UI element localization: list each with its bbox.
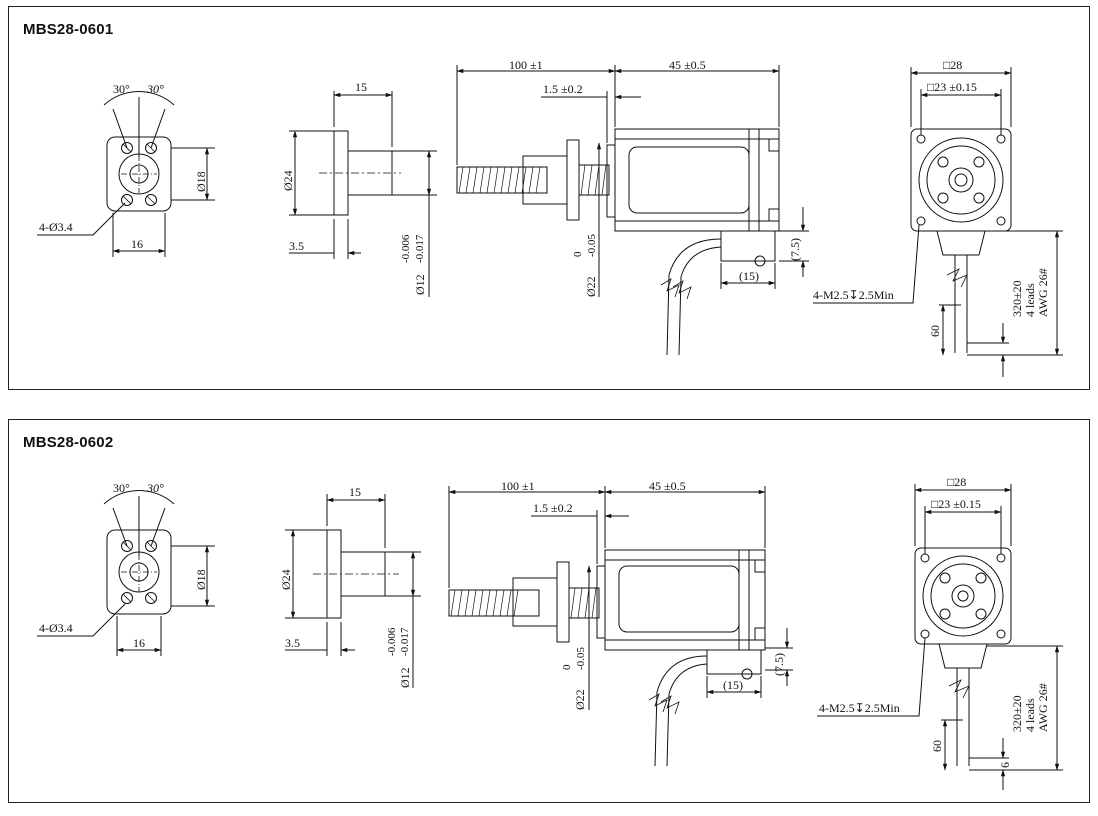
flange-thickness-label: 3.5 — [285, 636, 300, 650]
flange-length-label: 15 — [355, 80, 367, 94]
flange-width-label: 16 — [131, 237, 143, 251]
boss-diameter-label: Ø22 — [573, 689, 587, 710]
shaft-tol-lower: -0.017 — [414, 234, 426, 263]
flange-diameter-label: Ø24 — [279, 569, 293, 590]
shaft-diameter-label: Ø12 — [413, 274, 427, 295]
offset-label: 1.5 ±0.2 — [543, 82, 583, 96]
motor-side-view — [448, 486, 793, 767]
offset-label: 1.5 ±0.2 — [533, 501, 573, 515]
model-title: MBS28-0602 — [23, 434, 114, 451]
model-title: MBS28-0601 — [23, 21, 114, 38]
angle-right-label: 30° — [146, 481, 164, 495]
lead-gauge-label: AWG 26# — [1036, 683, 1050, 732]
boss-tol-upper: 0 — [572, 251, 584, 257]
drawing-panel-1: MBS28-0601 — [8, 6, 1090, 390]
boss-diameter-label: Ø22 — [584, 276, 598, 297]
screw-length-label: 100 ±1 — [509, 58, 543, 72]
boss-tol-lower: -0.05 — [586, 234, 598, 257]
motor-end-view — [817, 484, 1063, 790]
threads-label: 4-M2.5↧2.5Min — [819, 701, 900, 715]
outer-square-label: □28 — [947, 475, 966, 489]
shaft-diameter-label: Ø12 — [398, 667, 412, 688]
outer-square-label: □28 — [943, 58, 962, 72]
angle-left-label: 30° — [113, 481, 130, 495]
tin-length-label: 6 — [998, 762, 1012, 768]
drawing-panel-2: MBS28-0602 — [8, 419, 1090, 803]
lead-length-label: 320±20 — [1010, 280, 1024, 317]
motor-end-view — [813, 67, 1063, 377]
motor-length-label: 45 ±0.5 — [649, 479, 686, 493]
connector-length-label: (15) — [739, 269, 759, 283]
strip-length-label: 60 — [928, 325, 942, 337]
hole-spacing-label: □23 ±0.15 — [931, 497, 981, 511]
lead-count-label: 4 leads — [1023, 698, 1037, 732]
technical-drawing: 30° 30° 4-Ø3.4 16 Ø18 15 Ø24 3.5 Ø12 -0.… — [37, 475, 1063, 790]
shaft-tol-upper: -0.006 — [400, 234, 412, 263]
motor-side-view — [456, 65, 809, 356]
flange-thickness-label: 3.5 — [289, 239, 304, 253]
threads-label: 4-M2.5↧2.5Min — [813, 288, 894, 302]
flange-height-label: Ø18 — [194, 569, 208, 590]
flange-side-view — [285, 494, 421, 688]
flange-length-label: 15 — [349, 485, 361, 499]
lead-count-label: 4 leads — [1023, 283, 1037, 317]
screw-length-label: 100 ±1 — [501, 479, 535, 493]
flange-height-label: Ø18 — [194, 171, 208, 192]
strip-length-label: 60 — [930, 740, 944, 752]
lead-length-label: 320±20 — [1010, 695, 1024, 732]
angle-left-label: 30° — [113, 82, 130, 96]
boss-tol-upper: 0 — [561, 664, 573, 670]
hole-spacing-label: □23 ±0.15 — [927, 80, 977, 94]
lead-gauge-label: AWG 26# — [1036, 268, 1050, 317]
holes-label: 4-Ø3.4 — [39, 220, 73, 234]
shaft-tol-lower: -0.017 — [399, 627, 411, 656]
flange-side-view — [289, 91, 437, 297]
connector-height-label: (7.5) — [788, 238, 802, 261]
shaft-tol-upper: -0.006 — [386, 627, 398, 656]
flange-front-view — [37, 91, 215, 257]
flange-width-label: 16 — [133, 636, 145, 650]
flange-front-view — [37, 490, 215, 656]
boss-tol-lower: -0.05 — [575, 647, 587, 670]
holes-label: 4-Ø3.4 — [39, 621, 73, 635]
connector-length-label: (15) — [723, 678, 743, 692]
connector-height-label: (7.5) — [772, 653, 786, 676]
technical-drawing: 30° 30° 4-Ø3.4 16 Ø18 15 Ø24 3.5 Ø12 -0.… — [37, 58, 1063, 377]
flange-diameter-label: Ø24 — [281, 170, 295, 191]
motor-length-label: 45 ±0.5 — [669, 58, 706, 72]
angle-right-label: 30° — [146, 82, 164, 96]
